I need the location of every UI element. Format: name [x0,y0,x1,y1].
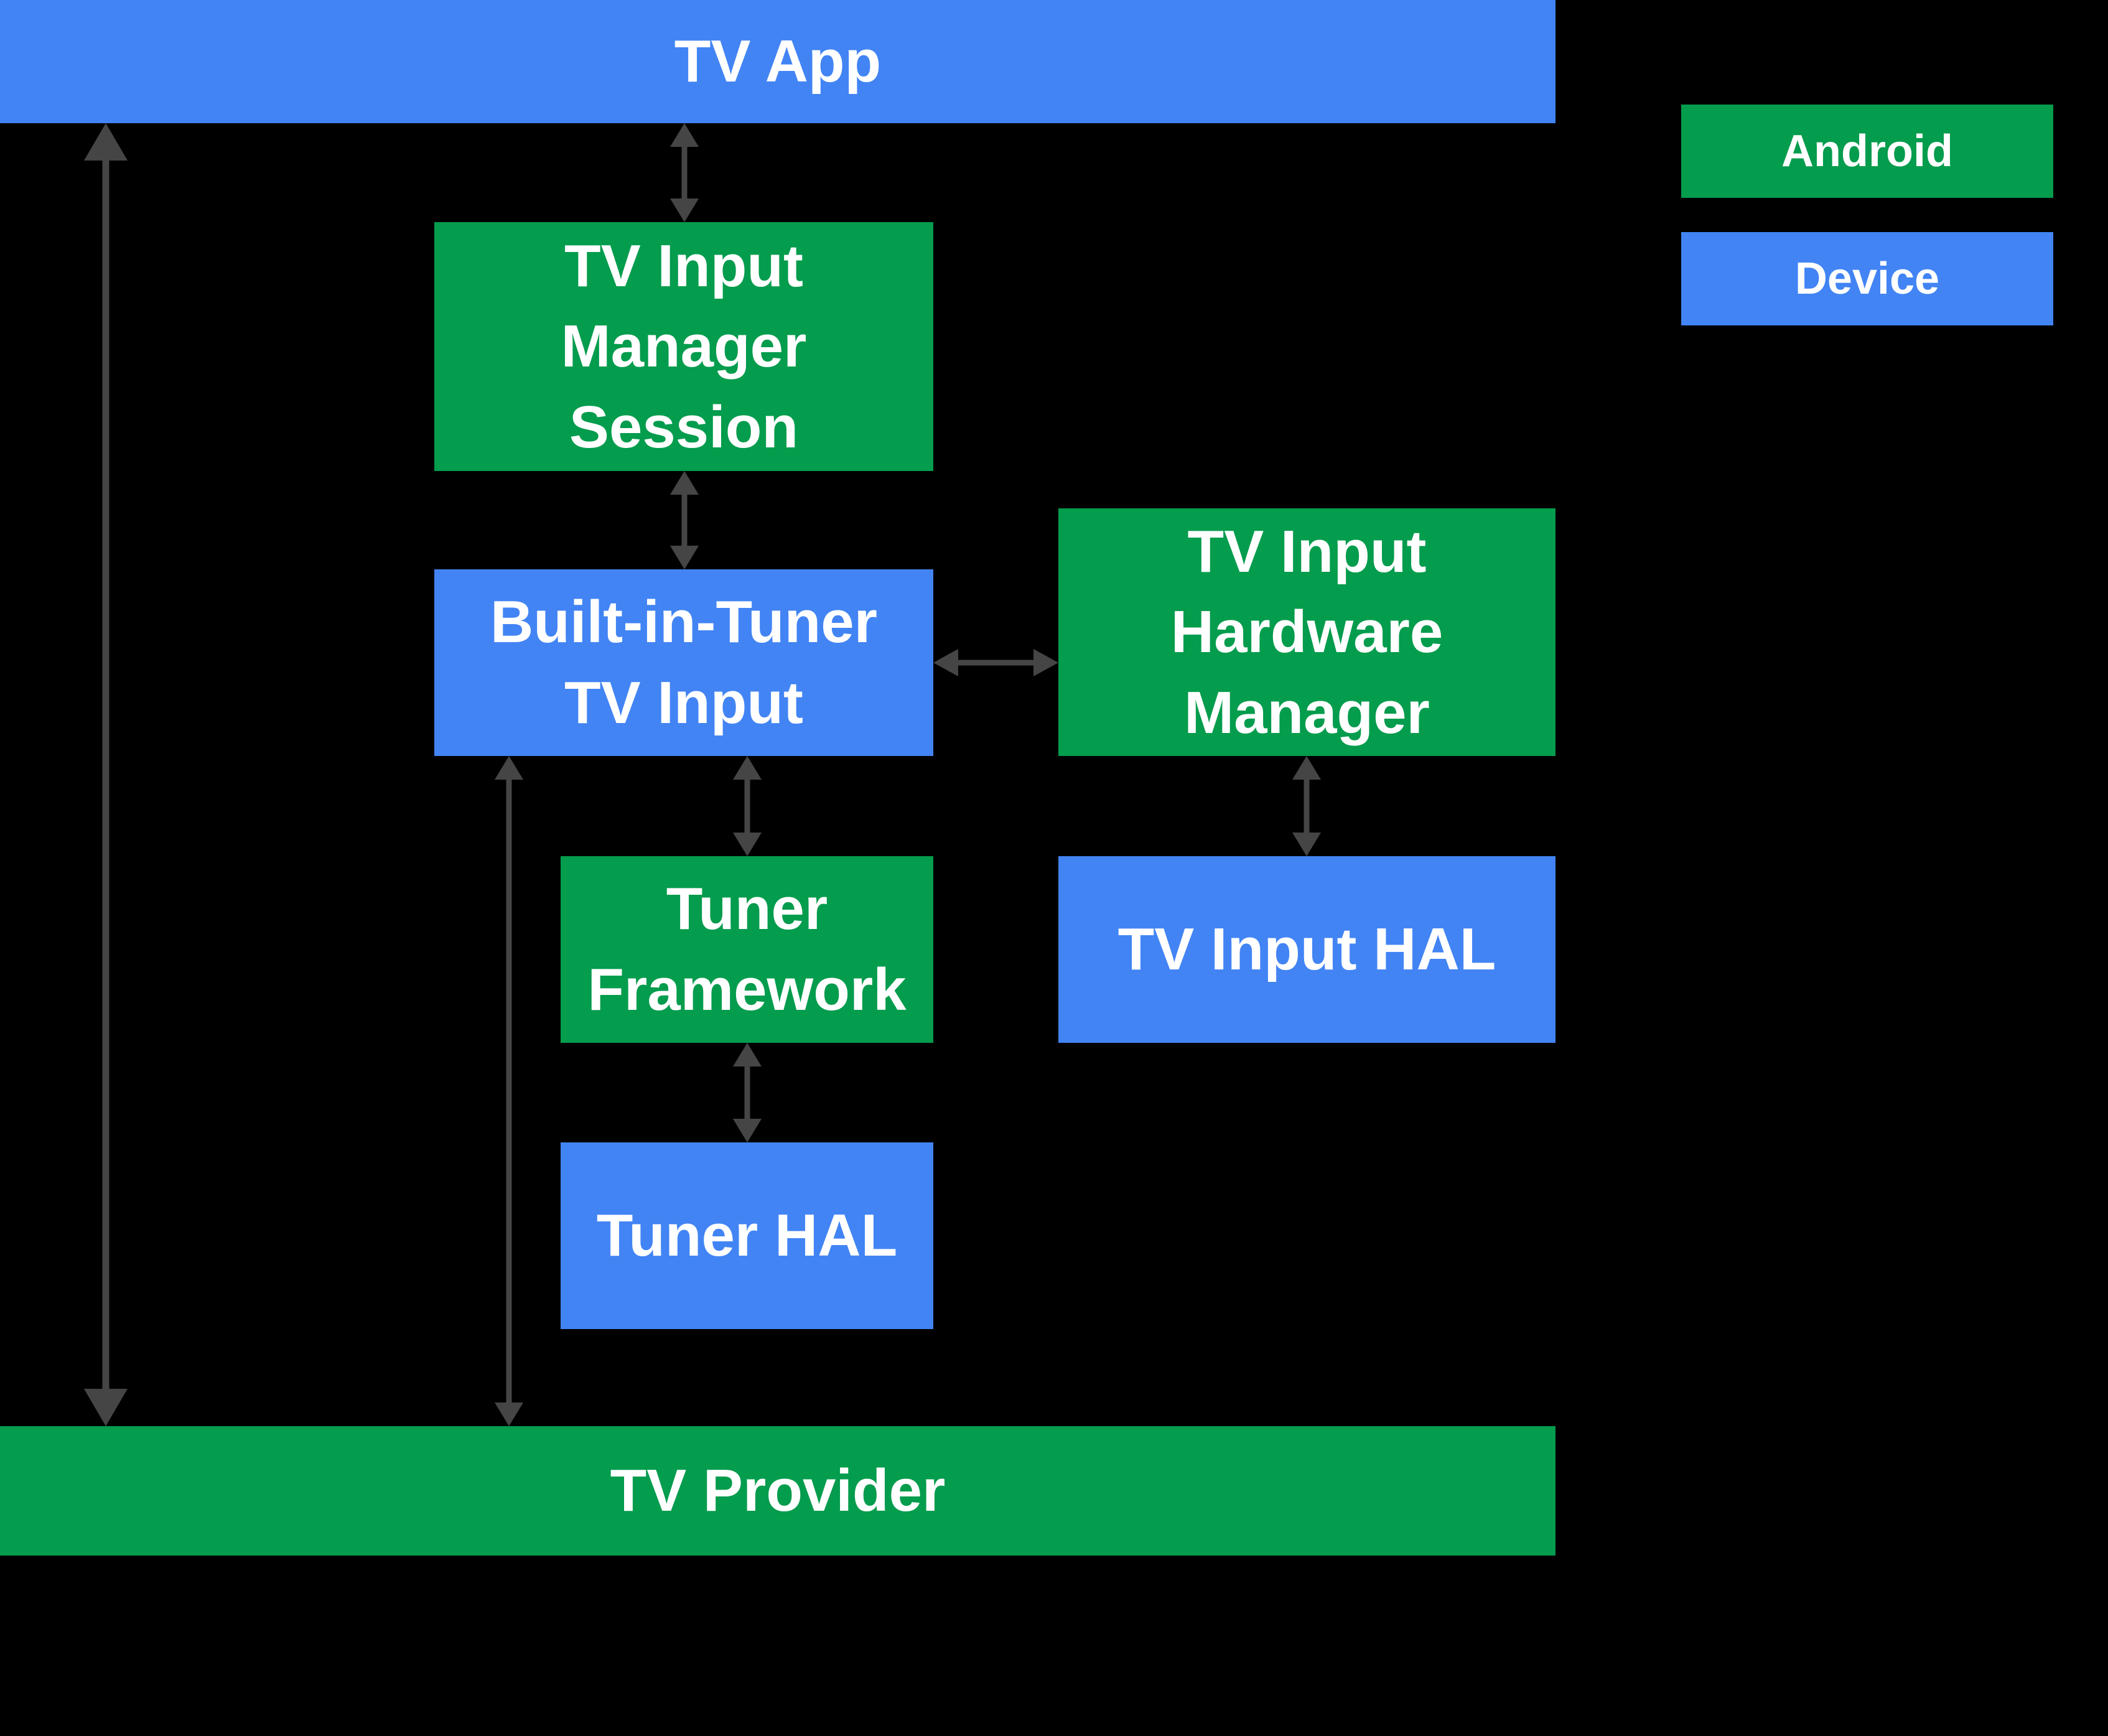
legend-android-box: Android [1681,105,2053,198]
arrow-shaft [681,488,688,552]
arrow-shaft [1304,773,1310,839]
arrow-shaft [744,1060,750,1125]
node-built-in-tuner-tv-input: Built-in-Tuner TV Input [434,569,933,756]
node-tv-app: TV App [0,0,1555,123]
arrow-tv-app-tv-provider [84,123,128,1426]
node-tv-input-hal: TV Input HAL [1058,856,1555,1043]
node-tuner-framework: Tuner Framework [561,856,933,1043]
node-tv-provider: TV Provider [0,1426,1555,1556]
arrow-shaft [952,660,1040,666]
arrow-shaft [744,773,750,839]
arrow-shaft [681,141,688,205]
arrow-shaft [102,151,110,1398]
arrow-tuner-framework-tuner-hal [733,1043,762,1142]
arrow-tv-input-manager-session-built-in-tuner [670,471,699,569]
node-tuner-hal: Tuner HAL [561,1142,933,1329]
arrow-built-in-tuner-tv-input-hardware-manager [933,648,1058,677]
arrow-built-in-tuner-tuner-framework [733,756,762,856]
arrow-tv-input-hardware-manager-tv-input-hal [1292,756,1321,856]
arrow-built-in-tuner-tv-provider [495,756,523,1426]
arrow-tv-app-tv-input-manager-session [670,123,699,222]
node-tv-input-manager-session: TV Input Manager Session [434,222,933,471]
node-tv-input-hardware-manager: TV Input Hardware Manager [1058,508,1555,756]
legend-device-box: Device [1681,232,2053,325]
arrow-shaft [506,773,512,1409]
